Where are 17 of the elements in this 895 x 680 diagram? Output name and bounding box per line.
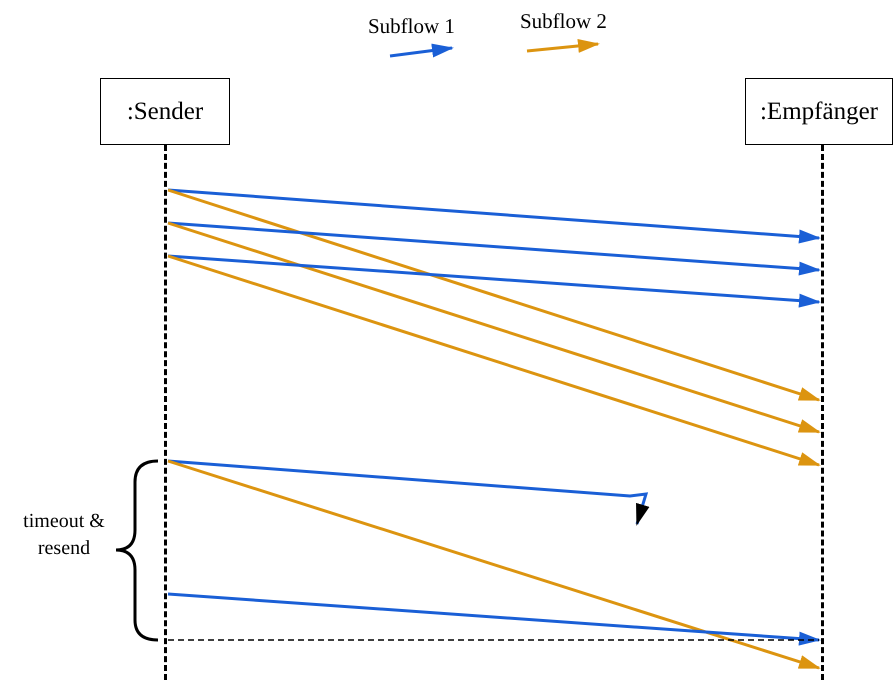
message-arrow [168,592,821,646]
message-arrow [168,222,821,276]
lost-message-arrow [168,460,650,526]
message-arrow [168,222,821,434]
message-arrow [168,460,821,670]
bracket-label: timeout & resend [22,509,106,561]
message-arrow [168,254,821,308]
lifeline [819,145,825,680]
lifeline-head-box: :Sender [100,78,230,145]
message-arrow [168,188,821,244]
message-arrow [168,188,821,402]
dashed-line [168,639,819,641]
legend-text: Subflow 1 [368,14,455,39]
lifeline [162,145,168,680]
lifeline-head-box: :Empfänger [745,78,893,145]
legend-text: Subflow 2 [520,9,607,34]
message-arrow [168,254,821,466]
